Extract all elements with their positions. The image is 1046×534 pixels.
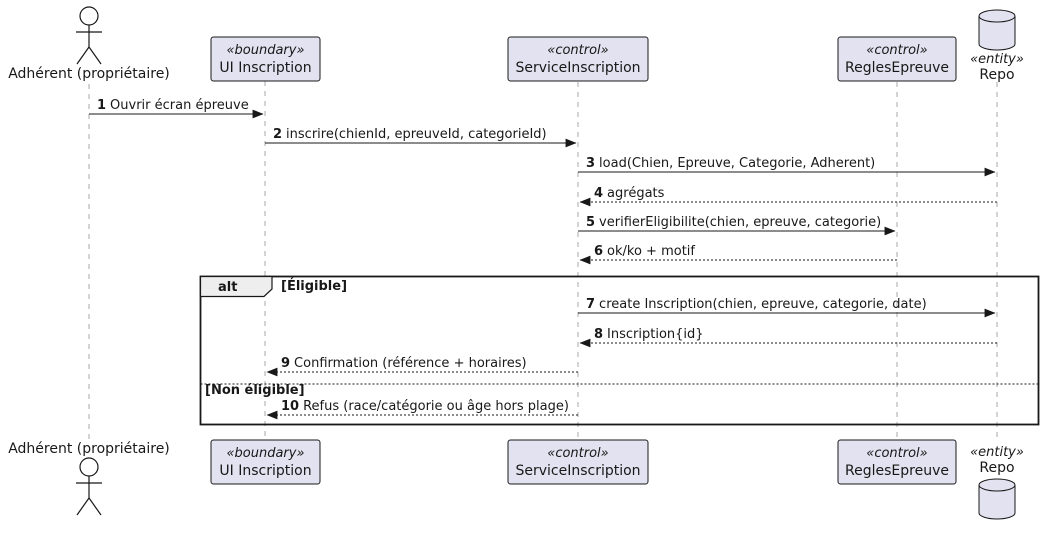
actor-leg-left [76,46,90,65]
database-icon-top-rim [978,9,1016,23]
participant-repo-stereotype: «entity» [970,52,1024,67]
participant-repo-bottom: «entity» Repo [970,445,1024,520]
database-icon-bottom [978,485,1016,520]
participant-ui-bottom: «boundary» UI Inscription [210,439,321,485]
participant-service-name: ServiceInscription [515,60,640,76]
participant-regles-bottom: «control» ReglesEpreuve [837,439,957,485]
participant-regles-name-bottom: ReglesEpreuve [845,463,949,479]
alt-frame-border [199,275,1040,426]
participant-repo-name-bottom: Repo [979,460,1014,476]
alt-operator-pentagon [199,275,273,298]
guard-non-eligible: [Non éligible] [205,383,305,398]
participant-service-box [507,36,649,82]
participant-service-name-bottom: ServiceInscription [515,463,640,479]
guard-eligible: [Éligible] [281,278,347,294]
participant-ui-box [210,36,321,82]
participant-regles-stereotype: «control» [866,43,927,58]
alt-operator-label: alt [218,280,237,295]
participant-ui-name: UI Inscription [219,60,311,76]
participant-repo-name: Repo [979,67,1014,83]
actor-head [79,6,99,26]
participant-service-top: «control» ServiceInscription [507,36,649,82]
actor-head-bottom [79,457,99,477]
participant-repo-stereotype-bottom: «entity» [970,445,1024,460]
participant-regles-top: «control» ReglesEpreuve [837,36,957,82]
participant-regles-stereotype-bottom: «control» [866,446,927,461]
participant-regles-box [837,36,957,82]
alt-frame: alt [Éligible] [Non éligible] [199,275,1040,426]
participant-repo-top: «entity» Repo [970,9,1024,83]
actor-leg-right-bottom [88,497,102,516]
participant-regles-box-bottom [837,439,957,485]
actor-adherent-top: Adhérent (propriétaire) [8,6,170,82]
participant-service-box-bottom [507,439,649,485]
database-icon-bottom-rim [978,478,1016,492]
actor-adherent-label-bottom: Adhérent (propriétaire) [8,441,170,457]
actor-leg-right [88,46,102,65]
participant-service-bottom: «control» ServiceInscription [507,439,649,485]
participant-regles-name: ReglesEpreuve [845,60,949,76]
participant-service-stereotype: «control» [547,43,608,58]
database-icon-top [978,16,1016,51]
actor-leg-left-bottom [76,497,90,516]
participant-ui-name-bottom: UI Inscription [219,463,311,479]
participant-ui-stereotype: «boundary» [227,43,305,58]
participant-service-stereotype-bottom: «control» [547,446,608,461]
actor-adherent-label: Adhérent (propriétaire) [8,66,170,82]
participant-ui-stereotype-bottom: «boundary» [227,446,305,461]
participant-ui-top: «boundary» UI Inscription [210,36,321,82]
actor-adherent-bottom: Adhérent (propriétaire) [8,441,170,516]
participant-ui-box-bottom [210,439,321,485]
